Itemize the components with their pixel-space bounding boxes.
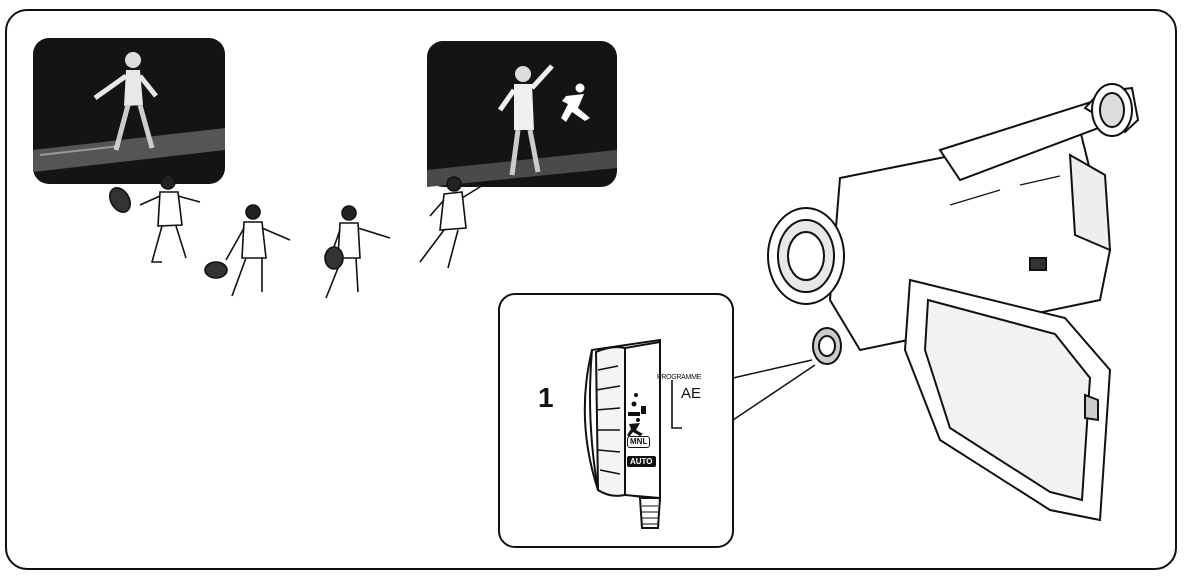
player-figure-2 (205, 205, 290, 296)
player-figure-4 (420, 177, 488, 268)
camcorder (768, 84, 1138, 520)
programme-label: PROGRAMME (657, 374, 701, 381)
ae-label: AE (681, 385, 701, 402)
player-figure-1 (106, 175, 200, 262)
auto-mode-label: AUTO (627, 456, 656, 467)
tennis-photo-right (427, 41, 617, 187)
tennis-swing-sequence (106, 175, 488, 298)
step-number: 1 (538, 382, 554, 414)
player-figure-3 (325, 206, 390, 298)
callout-lines (733, 360, 815, 420)
tennis-photo-left (33, 38, 225, 184)
sun-icon (634, 393, 638, 397)
mnl-mode-label: MNL (627, 436, 650, 448)
